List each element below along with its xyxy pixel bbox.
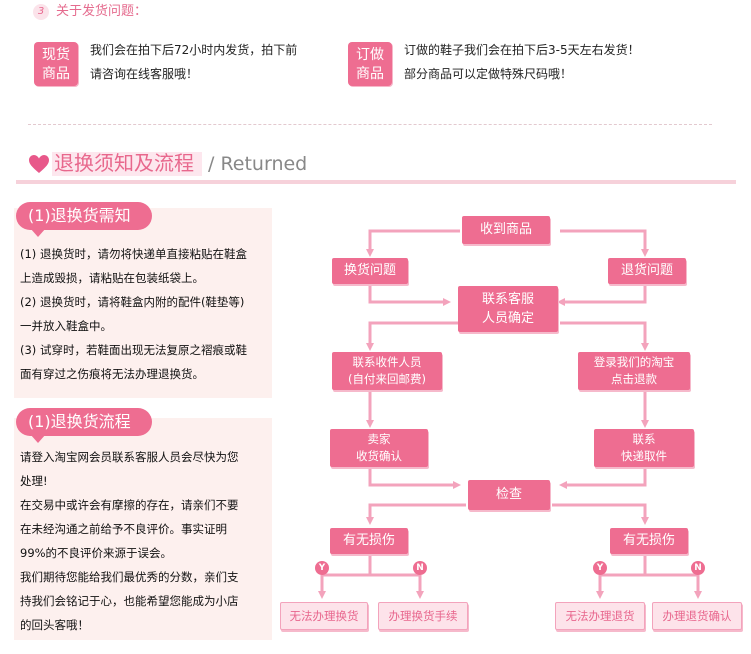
seller-confirm-box: 卖家 收货确认 (330, 429, 428, 467)
login-line1: 登录我们的淘宝 (593, 355, 675, 369)
contact-line1: 联系收件人员 (352, 355, 422, 369)
custom-tag-line2: 商品 (356, 66, 384, 82)
seller-line2: 收货确认 (356, 449, 402, 463)
damage-check-left: 有无损伤 (330, 528, 408, 554)
exchange-issue-box: 换货问题 (332, 258, 408, 284)
cs-line1: 联系客服 (481, 292, 534, 307)
process-line: 99%的不良评价来源于误会。 (20, 546, 173, 560)
confirm-refund-box: 办理退货确认 (652, 602, 742, 630)
express-line2: 快递取件 (621, 449, 667, 463)
section-number-badge: 3 (33, 4, 49, 20)
heart-icon (29, 155, 49, 173)
custom-text-line1: 订做的鞋子我们会在拍下后3-5天左右发货！ (404, 43, 640, 57)
notice-line: (2) 退换货时，请将鞋盒内附的配件(鞋垫等) (20, 295, 245, 309)
login-line2: 点击退款 (611, 372, 657, 386)
process-line: 持我们会铭记于心，也能希望您能成为小店 (20, 594, 239, 608)
process-tab: (1)退换货流程 (16, 408, 152, 443)
contact-line2: (自付来回邮费) (348, 372, 426, 386)
notice-line: 面有穿过之伤痕将无法办理退换货。 (20, 367, 204, 381)
returns-subtitle: / Returned (208, 153, 308, 175)
notice-line: (1) 退换货时，请勿将快递单直接粘贴在鞋盒 (20, 247, 247, 261)
process-line: 在未经沟通之前给予不良评价。事实证明 (20, 522, 227, 536)
custom-text-line2: 部分商品可以定做特殊尺码哦！ (404, 67, 573, 81)
notice-line: 上造成毁损，请粘贴在包装纸袋上。 (20, 271, 204, 285)
notice-tab: (1)退换货需知 (16, 202, 152, 237)
yes-badge-right: Y (593, 561, 607, 575)
spot-text-line1: 我们会在拍下后72小时内发货，拍下前 (90, 43, 298, 57)
process-line: 请登入淘宝网会员联系客服人员会尽快为您 (20, 450, 239, 464)
shipping-section-title: 关于发货问题： (56, 4, 148, 19)
no-refund-box: 无法办理退货 (555, 602, 645, 630)
damage-check-right: 有无损伤 (610, 528, 688, 554)
seller-line1: 卖家 (367, 432, 391, 446)
courier-pickup-box: 联系 快递取件 (594, 429, 694, 467)
refund-issue-box: 退货问题 (608, 258, 686, 284)
no-badge-left: N (413, 561, 427, 575)
notice-text: (1) 退换货时，请勿将快递单直接粘贴在鞋盒 上造成毁损，请粘贴在包装纸袋上。 … (20, 242, 276, 386)
returns-title: 退换须知及流程 (54, 151, 194, 175)
notice-line: 一并放入鞋盒中。 (20, 319, 112, 333)
contact-courier-box: 联系收件人员 (自付来回邮费) (332, 352, 442, 390)
spot-goods-text: 我们会在拍下后72小时内发货，拍下前 请咨询在线客服哦！ (90, 38, 297, 86)
spot-text-line2: 请咨询在线客服哦！ (90, 67, 199, 81)
contact-cs-box: 联系客服 人员确定 (458, 286, 558, 332)
process-line: 我们期待您能给我们最优秀的分数，亲们支 (20, 570, 239, 584)
yes-badge-left: Y (315, 561, 329, 575)
process-panel (14, 418, 272, 640)
no-badge-right: N (691, 561, 705, 575)
header-rule (16, 180, 736, 184)
no-exchange-box: 无法办理换货 (280, 602, 368, 630)
process-line: 处理! (20, 474, 48, 488)
spot-tag-line2: 商品 (42, 66, 70, 82)
inspect-box: 检查 (468, 480, 550, 510)
spot-tag-line1: 现货 (42, 47, 70, 63)
do-exchange-box: 办理换货手续 (378, 602, 468, 630)
login-refund-box: 登录我们的淘宝 点击退款 (578, 352, 690, 390)
section-divider (28, 124, 712, 125)
spot-goods-tag: 现货 商品 (34, 42, 78, 86)
notice-panel (14, 208, 272, 398)
process-text: 请登入淘宝网会员联系客服人员会尽快为您 处理! 在交易中或许会有摩擦的存在，请亲… (20, 445, 276, 637)
process-line: 的回头客哦！ (20, 618, 89, 632)
cs-line2: 人员确定 (481, 311, 534, 326)
notice-line: (3) 试穿时，若鞋面出现无法复原之褶痕或鞋 (20, 343, 247, 357)
express-line1: 联系 (632, 432, 656, 446)
custom-goods-tag: 订做 商品 (348, 42, 392, 86)
custom-goods-text: 订做的鞋子我们会在拍下后3-5天左右发货！ 部分商品可以定做特殊尺码哦！ (404, 38, 640, 86)
process-line: 在交易中或许会有摩擦的存在，请亲们不要 (20, 498, 239, 512)
custom-tag-line1: 订做 (356, 47, 384, 63)
receive-goods-box: 收到商品 (462, 216, 550, 244)
